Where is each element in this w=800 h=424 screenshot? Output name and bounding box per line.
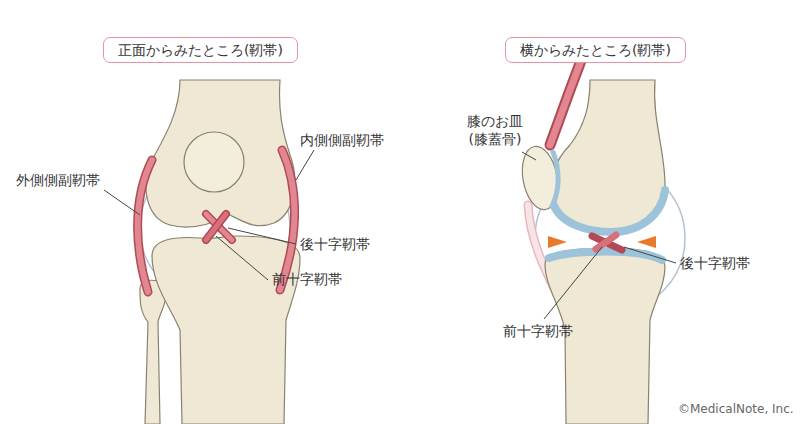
- anterior-cruciate-ligament: [596, 235, 616, 249]
- lateral-collateral-ligament: [138, 160, 152, 292]
- medial-collateral-ligament: [280, 150, 295, 290]
- part-label: 内側側副靭帯: [300, 131, 384, 149]
- part-label: 前十字靭帯: [503, 322, 573, 340]
- cartilage: [552, 190, 665, 232]
- heading-text: 正面からみたところ(靭帯): [118, 42, 283, 58]
- patella: [184, 132, 244, 192]
- part-label: 外側側副靭帯: [16, 171, 100, 189]
- watermark: ©MedicalNote, Inc.: [678, 402, 794, 418]
- heading-text: 横からみたところ(靭帯): [520, 42, 671, 58]
- medial-collateral-ligament: [280, 150, 295, 290]
- part-label: 膝のお皿 (膝蓋骨): [462, 112, 528, 148]
- pointer-triangle: [637, 236, 656, 248]
- lateral-collateral-ligament: [138, 160, 152, 292]
- posterior-cruciate-ligament: [206, 214, 232, 240]
- fibula: [140, 280, 166, 424]
- posterior-cruciate-ligament: [206, 214, 232, 240]
- part-label: 後十字靭帯: [300, 235, 370, 253]
- cartilage: [549, 252, 662, 261]
- cartilage: [552, 152, 558, 206]
- heading-box: 正面からみたところ(靭帯): [103, 37, 298, 63]
- part-label: 後十字靭帯: [680, 254, 750, 272]
- tibia: [152, 236, 300, 424]
- heading-box: 横からみたところ(靭帯): [505, 37, 686, 63]
- quadriceps-tendon: [550, 58, 582, 145]
- pointer-triangle: [548, 236, 567, 248]
- part-label: 前十字靭帯: [272, 270, 342, 288]
- femur: [146, 80, 295, 227]
- leader-lines: [104, 150, 314, 280]
- quadriceps-tendon: [550, 58, 582, 145]
- posterior-cruciate-ligament: [592, 236, 622, 250]
- patella: [518, 144, 563, 213]
- leader-lines: [522, 152, 676, 319]
